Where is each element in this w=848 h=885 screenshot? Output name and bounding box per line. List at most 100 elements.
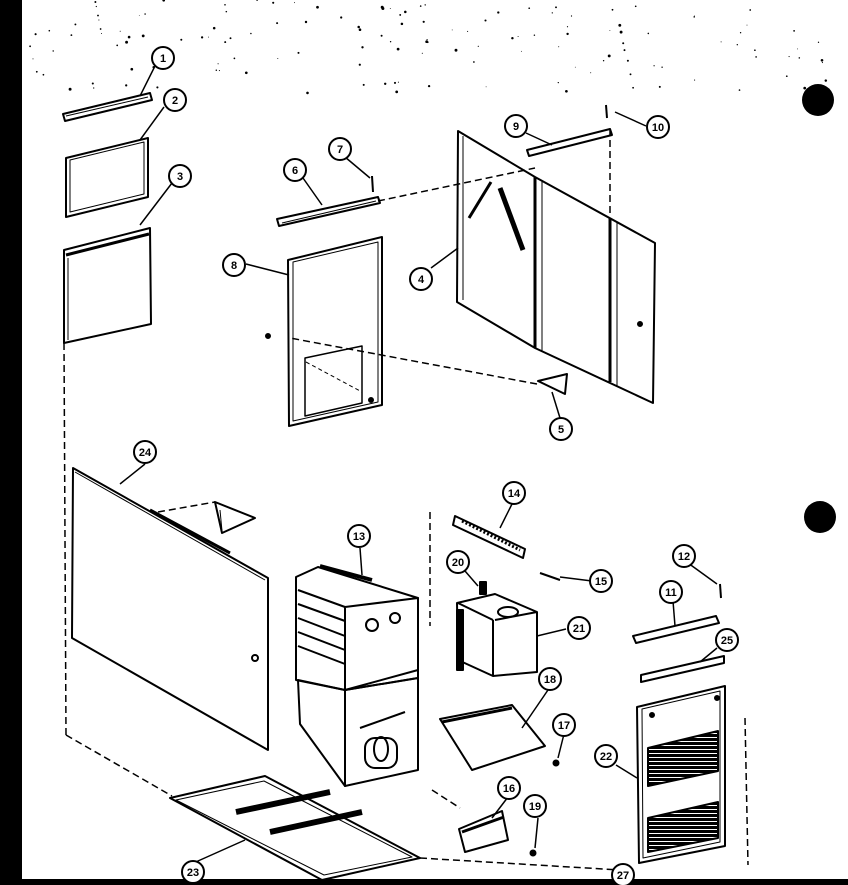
callout-number: 21 bbox=[573, 623, 585, 635]
callout-circle bbox=[222, 253, 246, 277]
callout-16: 16 bbox=[497, 776, 521, 800]
part-19-screw bbox=[529, 849, 537, 857]
callout-circle bbox=[646, 115, 670, 139]
callout-circle bbox=[181, 860, 205, 884]
callout-number: 23 bbox=[187, 867, 199, 879]
callout-number: 4 bbox=[418, 274, 425, 286]
callout-number: 16 bbox=[503, 783, 515, 795]
callout-24: 24 bbox=[133, 440, 157, 464]
callout-circle bbox=[594, 744, 618, 768]
callout-5: 5 bbox=[549, 417, 573, 441]
callout-circle bbox=[502, 481, 526, 505]
callout-10: 10 bbox=[646, 115, 670, 139]
callout-number: 12 bbox=[678, 551, 690, 563]
part-17-screw bbox=[552, 759, 560, 767]
callout-circle bbox=[611, 863, 635, 885]
part-3-panel bbox=[63, 227, 152, 344]
callout-circle bbox=[283, 158, 307, 182]
callout-11: 11 bbox=[659, 580, 683, 604]
scan-border bbox=[0, 0, 22, 885]
callout-circle bbox=[446, 550, 470, 574]
part-2-frame bbox=[65, 137, 149, 218]
callout-27: 27 bbox=[611, 863, 635, 885]
callout-number: 7 bbox=[337, 144, 343, 156]
binder-hole bbox=[804, 501, 836, 533]
callout-circle bbox=[659, 580, 683, 604]
callout-number: 20 bbox=[452, 557, 464, 569]
callout-number: 25 bbox=[721, 635, 733, 647]
callout-number: 24 bbox=[139, 447, 152, 459]
part-12-screw bbox=[719, 583, 722, 599]
callout-circle bbox=[347, 524, 371, 548]
callout-circle bbox=[504, 114, 528, 138]
scan-bottom-edge bbox=[22, 879, 848, 885]
callout-circle bbox=[163, 88, 187, 112]
callout-17: 17 bbox=[552, 713, 576, 737]
callout-9: 9 bbox=[504, 114, 528, 138]
callout-circle bbox=[523, 794, 547, 818]
bracket bbox=[214, 501, 256, 534]
part-18-tray bbox=[439, 704, 546, 771]
part-6-rail bbox=[276, 196, 381, 227]
part-11-rail bbox=[632, 615, 720, 644]
callout-number: 10 bbox=[652, 122, 664, 134]
callout-3: 3 bbox=[168, 164, 192, 188]
callout-21: 21 bbox=[567, 616, 591, 640]
part-9-rail bbox=[526, 128, 613, 157]
callout-number: 27 bbox=[617, 870, 629, 882]
callout-number: 14 bbox=[508, 488, 521, 500]
part-7-screw bbox=[371, 175, 374, 193]
callout-circle bbox=[151, 46, 175, 70]
callout-number: 18 bbox=[544, 674, 556, 686]
callout-4: 4 bbox=[409, 267, 433, 291]
callout-number: 17 bbox=[558, 720, 570, 732]
part-15-orifice bbox=[539, 572, 561, 581]
callout-circle bbox=[538, 667, 562, 691]
part-4-side-panel bbox=[456, 130, 656, 404]
callout-13: 13 bbox=[347, 524, 371, 548]
part-20-switch bbox=[479, 581, 487, 595]
binder-hole bbox=[802, 84, 834, 116]
callout-12: 12 bbox=[672, 544, 696, 568]
callout-18: 18 bbox=[538, 667, 562, 691]
callout-circle bbox=[567, 616, 591, 640]
callout-23: 23 bbox=[181, 860, 205, 884]
callout-circle bbox=[409, 267, 433, 291]
callout-circle bbox=[497, 776, 521, 800]
callout-number: 9 bbox=[513, 121, 519, 133]
callout-15: 15 bbox=[589, 569, 613, 593]
part-22-front-door bbox=[636, 685, 726, 864]
leader-lines bbox=[119, 65, 718, 866]
part-24-rear-panel bbox=[71, 467, 269, 751]
part-1-rail bbox=[62, 92, 153, 122]
callout-number: 8 bbox=[231, 260, 237, 272]
part-16-bracket bbox=[458, 810, 509, 853]
callout-circle bbox=[549, 417, 573, 441]
callout-number: 3 bbox=[177, 171, 183, 183]
callout-14: 14 bbox=[502, 481, 526, 505]
callout-number: 6 bbox=[292, 165, 298, 177]
callout-number: 11 bbox=[665, 587, 677, 599]
part-14-manifold bbox=[452, 515, 526, 559]
callout-6: 6 bbox=[283, 158, 307, 182]
callout-circle bbox=[168, 164, 192, 188]
callout-circle bbox=[589, 569, 613, 593]
callout-19: 19 bbox=[523, 794, 547, 818]
callout-number: 13 bbox=[353, 531, 365, 543]
callout-2: 2 bbox=[163, 88, 187, 112]
callout-number: 5 bbox=[558, 424, 564, 436]
callout-number: 19 bbox=[529, 801, 541, 813]
assembly-lines bbox=[63, 129, 749, 871]
part-10-screw bbox=[605, 104, 608, 119]
part-13-heat-exchanger bbox=[295, 564, 419, 787]
callout-circle bbox=[328, 137, 352, 161]
part-8-panel bbox=[265, 236, 383, 427]
callout-number: 15 bbox=[595, 576, 607, 588]
callout-number: 2 bbox=[172, 95, 178, 107]
callout-number: 22 bbox=[600, 751, 612, 763]
part-5-gusset bbox=[537, 373, 568, 395]
callout-20: 20 bbox=[446, 550, 470, 574]
part-25-strip bbox=[640, 655, 725, 683]
